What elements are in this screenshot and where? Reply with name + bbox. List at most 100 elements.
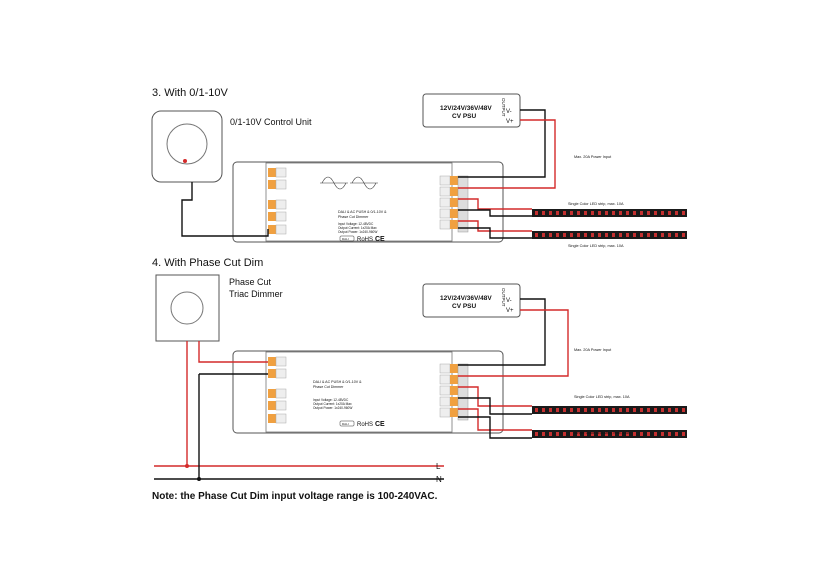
led-chip [535,432,538,436]
led-chip [675,432,678,436]
led-chip [577,211,580,215]
led-chip [661,211,664,215]
led-chip [591,432,594,436]
led-chip [577,432,580,436]
dimmer-label-1: Phase Cut [229,277,272,287]
led-chip [640,211,643,215]
dali-logo-2 [339,420,355,427]
led-chip [605,408,608,412]
power-input-label-1: Max. 20A Power Input [574,155,612,159]
strip-label-1a: Single Color LED strip, max. 10A [568,202,624,206]
led-chip [654,432,657,436]
controller-input-voltage-1: Input Voltage: 12-48VDC [338,222,374,226]
output-terminals-2 [439,363,469,421]
led-chip [675,408,678,412]
psu-line2-2: CV PSU [452,303,477,310]
led-chip [584,408,587,412]
led-strip-1a [532,209,687,217]
led-chip [619,211,622,215]
dali-logo-1 [339,235,355,242]
led-chip [556,233,559,237]
led-chip [612,211,615,215]
led-chip [577,408,580,412]
note-text: Note: the Phase Cut Dim input voltage ra… [152,491,438,502]
led-chip [612,233,615,237]
led-chip [668,408,671,412]
led-chip [626,211,629,215]
wires-section-1 [181,109,556,239]
led-chip [577,233,580,237]
led-chip [542,233,545,237]
strip-label-1b: Single Color LED strip, max. 10A [568,244,624,248]
rohs-mark-2: RoHS [357,422,373,428]
led-chip [605,211,608,215]
led-chip [682,233,685,237]
ce-mark-1: CE [375,236,385,243]
led-chip [591,233,594,237]
led-chip [570,408,573,412]
dimmer-knob-icon [170,291,204,325]
led-chip [549,211,552,215]
controller-output-power-1: Output Power: 1x240-960W [338,230,377,234]
led-chip [675,233,678,237]
led-chip [605,432,608,436]
led-chip [584,432,587,436]
led-chip [535,211,538,215]
led-chip [563,211,566,215]
junction-l [185,464,189,468]
led-chip [647,211,650,215]
led-chip [549,432,552,436]
led-chip [542,408,545,412]
led-chip [633,233,636,237]
psu-vplus-2: V+ [506,308,514,314]
controller-input-voltage-2: Input Voltage: 12-48VDC [313,398,349,402]
led-chip [619,408,622,412]
power-input-label-2: Max. 20A Power Input [574,348,612,352]
led-chip [647,233,650,237]
led-chip [556,408,559,412]
led-chip [682,211,685,215]
led-chip [563,432,566,436]
led-chip [668,211,671,215]
led-chip [570,211,573,215]
waveform-icons-1 [320,176,378,190]
strip-label-2b: Single Color LED strip, max. 10A [574,431,630,435]
wires-section-2 [154,298,569,480]
led-chip [598,432,601,436]
psu-vminus-1: V- [506,109,512,115]
led-chip [612,408,615,412]
section2-heading: 4. With Phase Cut Dim [152,257,263,269]
led-chip [570,432,573,436]
controller-model-1: DALI & AC PUSH & 0/1-10V & [338,210,387,214]
led-chip [563,408,566,412]
psu-line1-2: 12V/24V/36V/48V [440,295,492,302]
control-unit-label: 0/1-10V Control Unit [230,117,312,127]
led-chip [563,233,566,237]
psu-output-1: OUTPUT [501,98,506,117]
psu-line1-1: 12V/24V/36V/48V [440,105,492,112]
led-chip [682,408,685,412]
led-chip [556,211,559,215]
led-chip [535,233,538,237]
led-chip [535,408,538,412]
led-chip [619,432,622,436]
led-chip [542,432,545,436]
led-chip [584,233,587,237]
psu-vminus-2: V- [506,298,512,304]
led-chip [640,432,643,436]
rohs-mark-1: RoHS [357,237,373,243]
control-indicator-dot [183,159,187,163]
led-chip [633,432,636,436]
led-chip [640,408,643,412]
control-knob-icon [166,123,208,165]
led-chip [591,211,594,215]
ce-mark-2: CE [375,421,385,428]
psu-box-2 [422,283,521,318]
led-chip [654,408,657,412]
led-chip [647,408,650,412]
led-chip [598,408,601,412]
led-chip [654,211,657,215]
led-chip [556,432,559,436]
psu-output-2: OUTPUT [501,288,506,307]
junction-n [197,477,201,481]
